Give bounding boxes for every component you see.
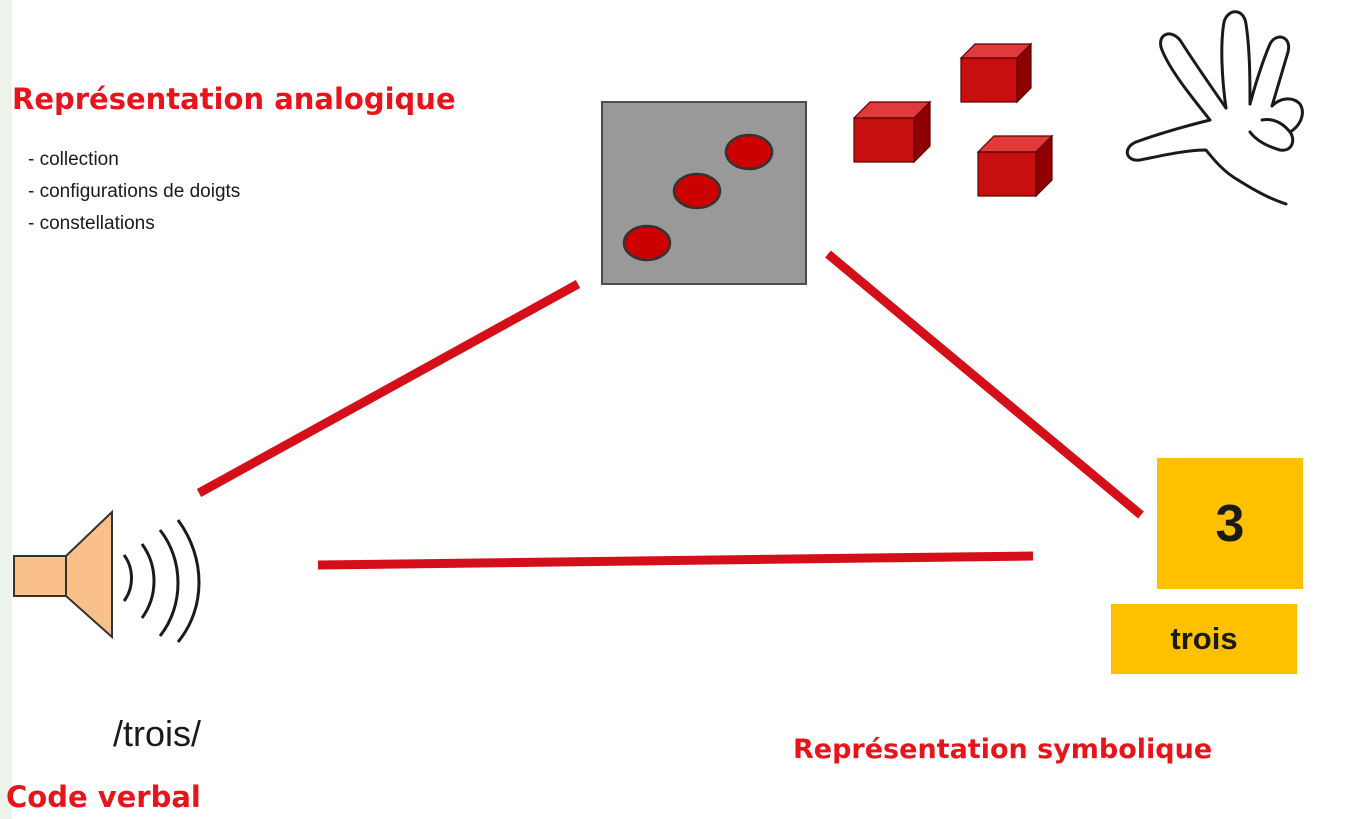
symbolic-digit-box: 3 bbox=[1157, 458, 1303, 589]
sound-wave-icon bbox=[158, 529, 180, 637]
hand-three-fingers-icon bbox=[1125, 10, 1304, 206]
analog-representation-title: Représentation analogique bbox=[12, 82, 456, 116]
analog-item: - collection bbox=[28, 149, 119, 170]
link-analog-symbolic bbox=[825, 250, 1144, 519]
cubes-icon bbox=[852, 42, 1054, 198]
sound-wave-icon bbox=[122, 554, 133, 602]
analog-item: - configurations de doigts bbox=[28, 181, 241, 202]
link-analog-verbal bbox=[196, 280, 581, 497]
sound-wave-icon bbox=[140, 543, 156, 619]
verbal-code-title: Code verbal bbox=[6, 780, 201, 814]
speaker-icon bbox=[13, 509, 201, 643]
cube-icon bbox=[976, 134, 1054, 198]
link-verbal-symbolic bbox=[317, 551, 1034, 570]
analog-items-list: - collection - configurations de doigts … bbox=[28, 144, 240, 240]
symbolic-word-box: trois bbox=[1111, 604, 1297, 674]
sound-wave-icon bbox=[176, 519, 201, 643]
analog-item: - constellations bbox=[28, 213, 155, 234]
cube-icon bbox=[852, 100, 932, 164]
symbolic-representation-title: Représentation symbolique bbox=[793, 734, 1213, 765]
cube-icon bbox=[959, 42, 1033, 104]
verbal-phonetic-label: /trois/ bbox=[113, 713, 202, 754]
left-edge-strip bbox=[0, 0, 12, 819]
die-icon bbox=[601, 101, 807, 285]
